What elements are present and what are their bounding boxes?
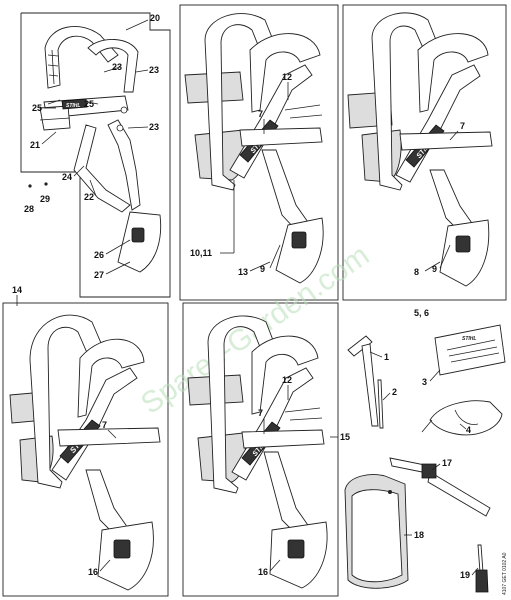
- callout-24: 24: [62, 172, 72, 182]
- callout-8: 8: [414, 267, 419, 277]
- harness-10-11-illustration: STIHL: [184, 13, 324, 284]
- harness-20-illustration: STIHL: [28, 26, 162, 273]
- callout-3: 3: [422, 377, 427, 387]
- callout-23: 23: [149, 122, 159, 132]
- harness-5-6-illustration: STIHL: [347, 12, 493, 287]
- frame-bottom-left: [2, 302, 169, 597]
- callout-7: 7: [258, 408, 263, 418]
- callout-27: 27: [94, 270, 104, 280]
- callout-26: 26: [94, 250, 104, 260]
- callout-25: 25: [32, 103, 42, 113]
- callout-22: 22: [84, 192, 94, 202]
- harness-20-logo: STIHL: [66, 103, 80, 109]
- callout-10-11: 10,11: [190, 248, 212, 258]
- harness-15-illustration: STIHL: [187, 315, 328, 589]
- frame-top-right: [342, 4, 507, 301]
- callout-16: 16: [88, 567, 98, 577]
- frame-top-center: [179, 4, 339, 301]
- callout-7: 7: [460, 121, 465, 131]
- leader-lines: [16, 19, 479, 576]
- harness-14-illustration: STIHL: [9, 314, 161, 591]
- frame-top-left: [20, 12, 171, 298]
- callout-17: 17: [442, 458, 452, 468]
- callout-23: 23: [112, 62, 122, 72]
- frame-bottom-center: [182, 302, 339, 597]
- callout-7: 7: [102, 420, 107, 430]
- callout-1: 1: [384, 352, 389, 362]
- panel-frames: [2, 4, 507, 597]
- callout-19: 19: [460, 570, 470, 580]
- callout-28: 28: [24, 204, 34, 214]
- callout-21: 21: [30, 140, 40, 150]
- callout-9: 9: [432, 264, 437, 274]
- callout-14: 14: [12, 285, 22, 295]
- callout-18: 18: [414, 530, 424, 540]
- manual-logo: STIHL: [462, 336, 476, 342]
- callout-16: 16: [258, 567, 268, 577]
- callout-23: 23: [149, 65, 159, 75]
- callout-15: 15: [340, 432, 350, 442]
- callout-5-6: 5, 6: [414, 308, 429, 318]
- callout-12: 12: [282, 375, 292, 385]
- callout-labels: 20 23 23 25 25 23 21 24 22 28 29 26 27 1…: [12, 13, 508, 595]
- callout-29: 29: [40, 194, 50, 204]
- callout-13: 13: [238, 267, 248, 277]
- callout-12: 12: [282, 72, 292, 82]
- callout-25: 25: [84, 99, 94, 109]
- callout-9: 9: [260, 264, 265, 274]
- callout-7: 7: [258, 109, 263, 119]
- callout-2: 2: [392, 387, 397, 397]
- callout-20: 20: [150, 13, 160, 23]
- loose-parts-illustration: STIHL: [344, 324, 506, 593]
- callout-4: 4: [466, 425, 471, 435]
- drawing-code: 4107 GET 0102 A0: [502, 552, 508, 595]
